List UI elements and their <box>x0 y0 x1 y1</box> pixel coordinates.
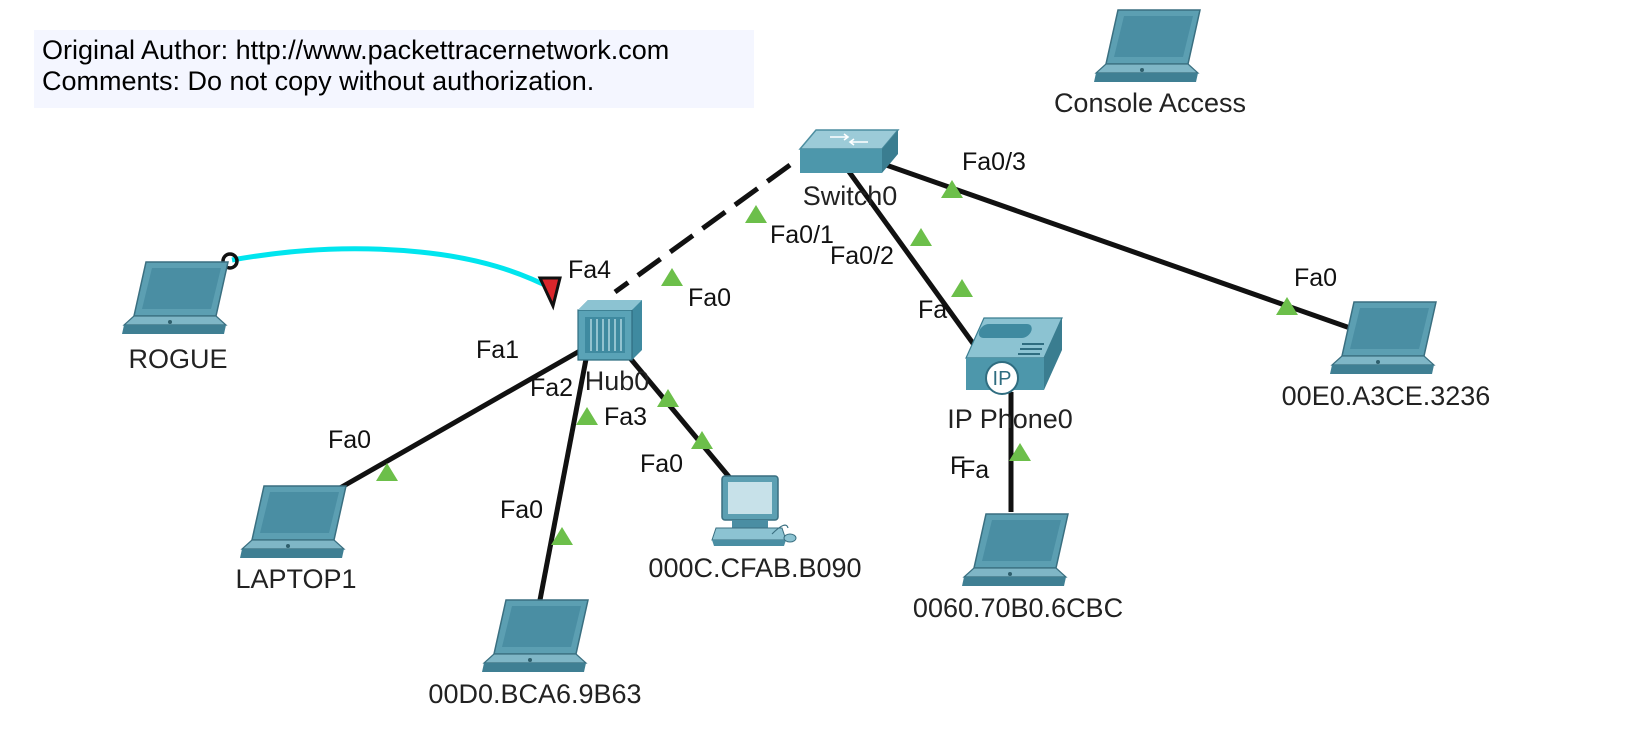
ip-phone-icon <box>965 317 1063 395</box>
desktop-pc-icon <box>711 475 797 547</box>
laptop1-device[interactable]: LAPTOP1 <box>235 485 357 594</box>
port-label-switch-fa0-2: Fa0/2 <box>830 242 894 270</box>
laptop-icon <box>1329 301 1437 375</box>
device-label-ip-phone0: IP Phone0 <box>947 404 1073 434</box>
link-hub-pc-b090[interactable] <box>623 350 732 480</box>
port-label-switch-fa0-3: Fa0/3 <box>962 148 1026 176</box>
link-switch-phone[interactable] <box>839 160 988 362</box>
laptop-3236-device[interactable]: 00E0.A3CE.3236 <box>1282 301 1491 411</box>
author-note-line: Original Author: http://www.packettracer… <box>42 35 670 65</box>
console-access-device[interactable]: Console Access <box>1054 9 1246 118</box>
laptop-icon <box>121 261 229 335</box>
laptop-icon <box>481 599 589 673</box>
port-label-phone-switch-fa: Fa <box>918 296 947 324</box>
device-label-hub0: Hub0 <box>585 366 650 396</box>
rogue-device[interactable]: ROGUE <box>121 261 229 374</box>
laptop-6cbc-device[interactable]: 0060.70B0.6CBC <box>913 513 1123 623</box>
hub0-device[interactable]: Hub0 <box>577 299 650 396</box>
device-label-00e0-a3ce-3236: 00E0.A3CE.3236 <box>1282 381 1491 411</box>
port-label-laptop1-fa0: Fa0 <box>328 426 371 454</box>
laptop-icon <box>1093 9 1201 83</box>
laptop-b63-device[interactable]: 00D0.BCA6.9B63 <box>428 599 642 709</box>
link-up-indicator <box>745 205 767 223</box>
port-label-phone-pc-fa: Fa <box>960 456 989 484</box>
console-port-connector <box>221 252 239 270</box>
device-label-console-access: Console Access <box>1054 88 1246 118</box>
comments-note-line: Comments: Do not copy without authorizat… <box>42 66 595 96</box>
link-up-indicator <box>951 279 973 297</box>
laptop-icon <box>961 513 1069 587</box>
device-label-000c-cfab-b090: 000C.CFAB.B090 <box>648 553 861 583</box>
link-up-indicator <box>576 407 598 425</box>
author-note: Original Author: http://www.packettracer… <box>34 30 754 108</box>
port-label-hub-uplink-fa0: Fa0 <box>688 284 731 312</box>
port-label-laptop-b63-fa0: Fa0 <box>500 496 543 524</box>
device-label-laptop1: LAPTOP1 <box>235 564 356 594</box>
port-label-laptop-3236-fa0: Fa0 <box>1294 264 1337 292</box>
port-label-hub-fa3: Fa3 <box>604 403 647 431</box>
link-down-indicator <box>537 276 562 311</box>
pc-b090-device[interactable]: 000C.CFAB.B090 <box>648 475 862 583</box>
port-label-phone-pc-f: F <box>950 452 965 480</box>
link-up-indicator <box>910 228 932 246</box>
port-label-hub-fa4: Fa4 <box>568 256 611 284</box>
port-label-pc-b090-fa0: Fa0 <box>640 450 683 478</box>
port-label-hub-fa1: Fa1 <box>476 336 519 364</box>
device-label-0060-70b0-6cbc: 0060.70B0.6CBC <box>913 593 1123 623</box>
port-label-hub-fa2: Fa2 <box>530 374 573 402</box>
switch0-device[interactable]: Switch0 <box>799 129 899 211</box>
laptop-icon <box>239 485 347 559</box>
link-switch-hub[interactable] <box>613 162 792 295</box>
device-label-rogue: ROGUE <box>128 344 227 374</box>
switch-icon <box>799 129 899 174</box>
link-hub-laptop-b63[interactable] <box>537 353 590 601</box>
hub-icon <box>577 299 643 361</box>
link-hub-laptop1[interactable] <box>338 345 587 491</box>
device-label-00d0-bca6-9b63: 00D0.BCA6.9B63 <box>428 679 641 709</box>
link-up-indicator <box>661 268 683 286</box>
port-label-switch-fa0-1: Fa0/1 <box>770 221 834 249</box>
ip-phone0-device[interactable]: IP Phone0 <box>947 317 1073 434</box>
console-cable[interactable] <box>231 246 557 293</box>
device-label-switch0: Switch0 <box>803 181 898 211</box>
